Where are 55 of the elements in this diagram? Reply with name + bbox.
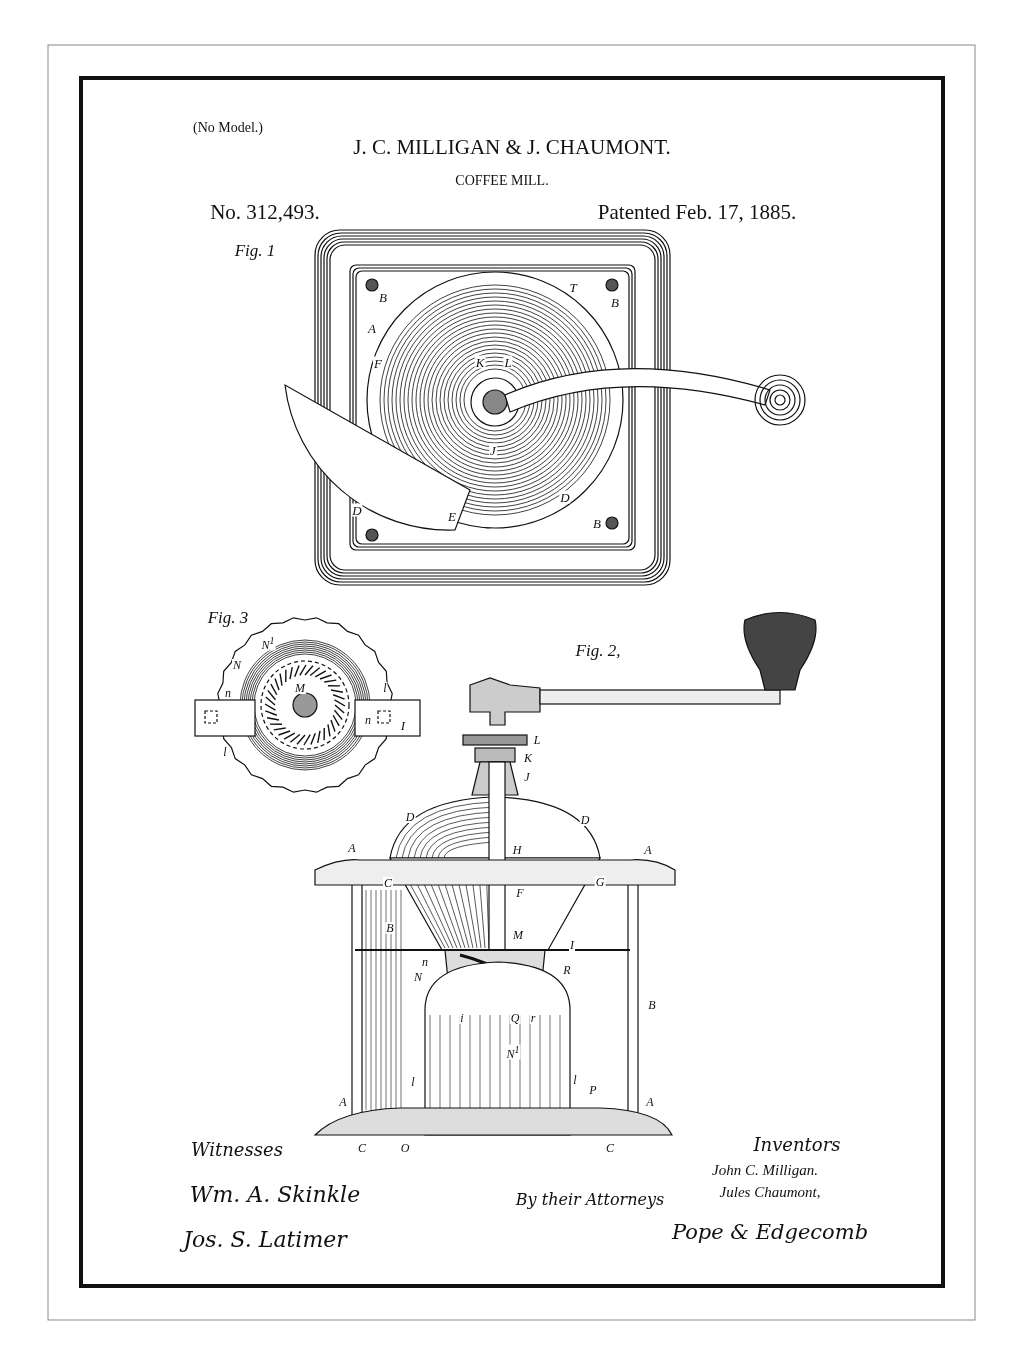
patent-number: No. 312,493. — [210, 201, 320, 223]
note-text: (No Model.) — [193, 121, 263, 135]
patent-date: Patented Feb. 17, 1885. — [597, 201, 797, 223]
callout-letter: P — [588, 1084, 598, 1096]
callout-letter: L — [532, 734, 542, 746]
callout-letter: H — [511, 844, 523, 856]
callout-letter: D — [559, 490, 571, 504]
callout-letter: A — [645, 1096, 655, 1108]
callout-letter: F — [373, 356, 383, 370]
callout-letter: N — [413, 971, 423, 983]
callout-letter: I — [569, 939, 575, 951]
callout-letter: Q — [509, 1012, 521, 1024]
inventor-name: By their Attorneys — [515, 1192, 665, 1208]
callout-letter: A — [338, 1096, 348, 1108]
figure-label: Fig. 3 — [207, 608, 249, 626]
callout-letter: B — [385, 922, 395, 934]
invention-name: COFFEE MILL. — [455, 174, 549, 188]
callout-letter: F — [515, 887, 525, 899]
callout-letter: R — [562, 964, 572, 976]
callout-letter: N$^{1}$ — [505, 1044, 521, 1060]
figure-label: Fig. 1 — [234, 241, 276, 259]
callout-letter: Inventors — [752, 1136, 842, 1154]
callout-letter: B — [647, 999, 657, 1011]
callout-letter: r — [529, 1012, 537, 1024]
witness-signature: Pope & Edgecomb — [671, 1221, 869, 1243]
callout-letter: M — [512, 929, 524, 941]
section-heading: John C. Milligan. — [712, 1162, 818, 1178]
section-heading: Jules Chaumont, — [719, 1184, 821, 1200]
patent-title: J. C. MILLIGAN & J. CHAUMONT. — [353, 136, 671, 158]
callout-letter: l — [410, 1076, 416, 1088]
callout-letter: C — [605, 1142, 615, 1154]
callout-letter: L — [503, 355, 513, 369]
callout-letter: D — [404, 811, 416, 823]
callout-letter: G — [594, 876, 606, 888]
callout-letter: K — [523, 752, 533, 764]
callout-letter: A — [347, 842, 357, 854]
figure-label: Fig. 2, — [575, 641, 621, 659]
callout-letter: D — [579, 814, 591, 826]
inventor-name: Wm. A. Skinkle — [189, 1184, 361, 1206]
callout-letter: N$^{1}$ — [260, 635, 276, 651]
callout-letter: l — [382, 682, 388, 694]
callout-letter: J — [523, 771, 531, 783]
callout-letter: N — [232, 659, 242, 671]
callout-letter: K — [474, 355, 486, 369]
callout-letter: C — [383, 877, 393, 889]
callout-letter: Witnesses — [190, 1141, 284, 1159]
callout-letter: i — [459, 1012, 465, 1024]
callout-letter: A — [643, 844, 653, 856]
callout-letter: l — [222, 746, 228, 758]
callout-letter: O — [399, 1142, 411, 1154]
callout-letter: M — [294, 682, 306, 694]
callout-letter: C — [357, 1142, 367, 1154]
callout-letter: J — [489, 443, 497, 457]
callout-letter: D — [351, 503, 363, 517]
callout-letter: l — [572, 1074, 578, 1086]
